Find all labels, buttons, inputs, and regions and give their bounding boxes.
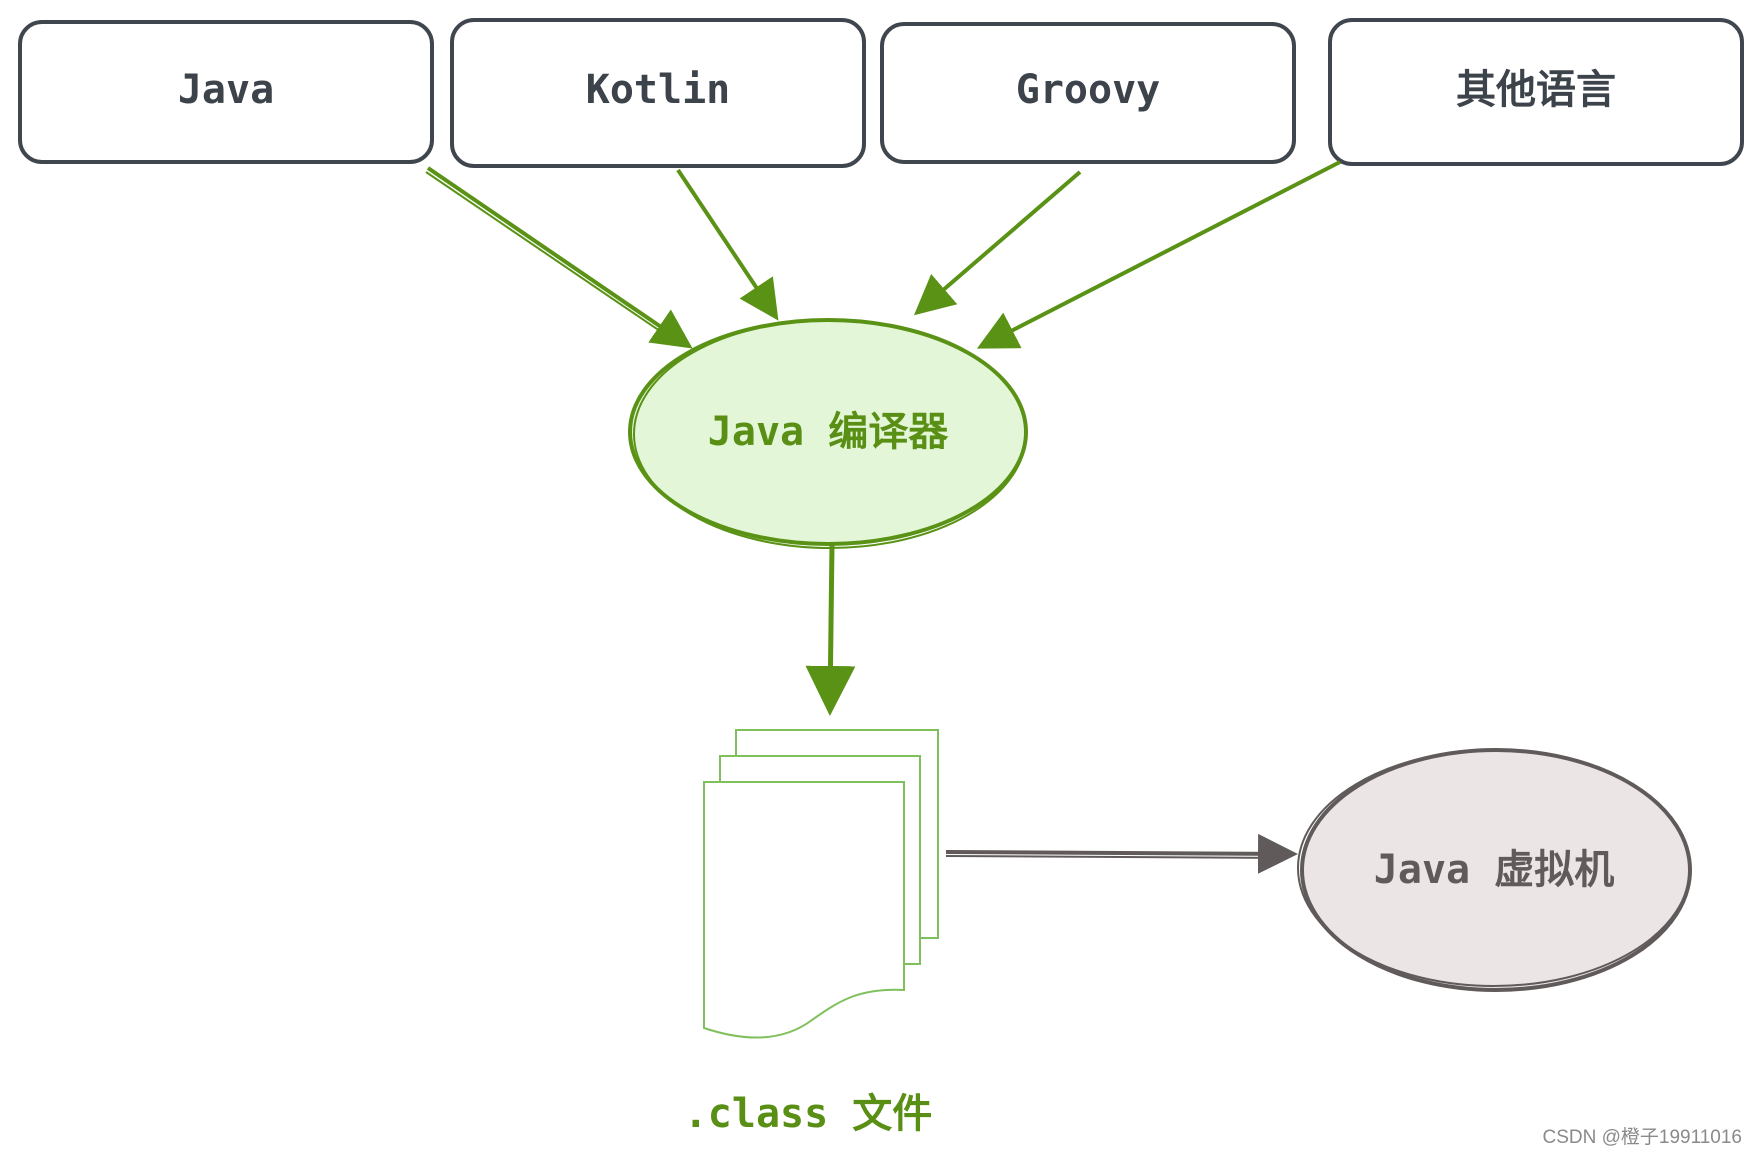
language-box-java: Java [18,20,434,164]
jvm-label: Java 虚拟机 [1374,847,1614,893]
class-files-label: .class 文件 [684,1091,933,1137]
arrow-compiler-to-class-files [805,543,856,716]
arrow-class-files-to-jvm [945,833,1298,874]
arrow-groovy-to-compiler [913,170,1082,316]
jvm-node: Java 虚拟机 [1297,748,1692,992]
compiler-node: Java 编译器 [628,318,1028,549]
arrow-class-files-to-jvm-sketch [945,855,1285,859]
arrow-java-to-compiler-sketch [425,171,683,347]
arrow-kotlin-to-compiler [676,168,779,321]
language-label-java: Java [178,67,274,113]
language-label-kotlin: Kotlin [586,67,731,113]
arrow-other-to-compiler [976,160,1341,349]
watermark-text: CSDN @橙子19911016 [1542,1126,1742,1148]
language-label-groovy: Groovy [1016,67,1161,113]
class-files-icon [703,729,939,1039]
compiler-label: Java 编译器 [708,409,949,455]
language-box-kotlin: Kotlin [450,18,866,168]
language-label-other: 其他语言 [1456,67,1616,113]
language-box-other: 其他语言 [1328,18,1744,166]
arrow-java-to-compiler [426,166,693,349]
language-box-groovy: Groovy [880,22,1296,164]
